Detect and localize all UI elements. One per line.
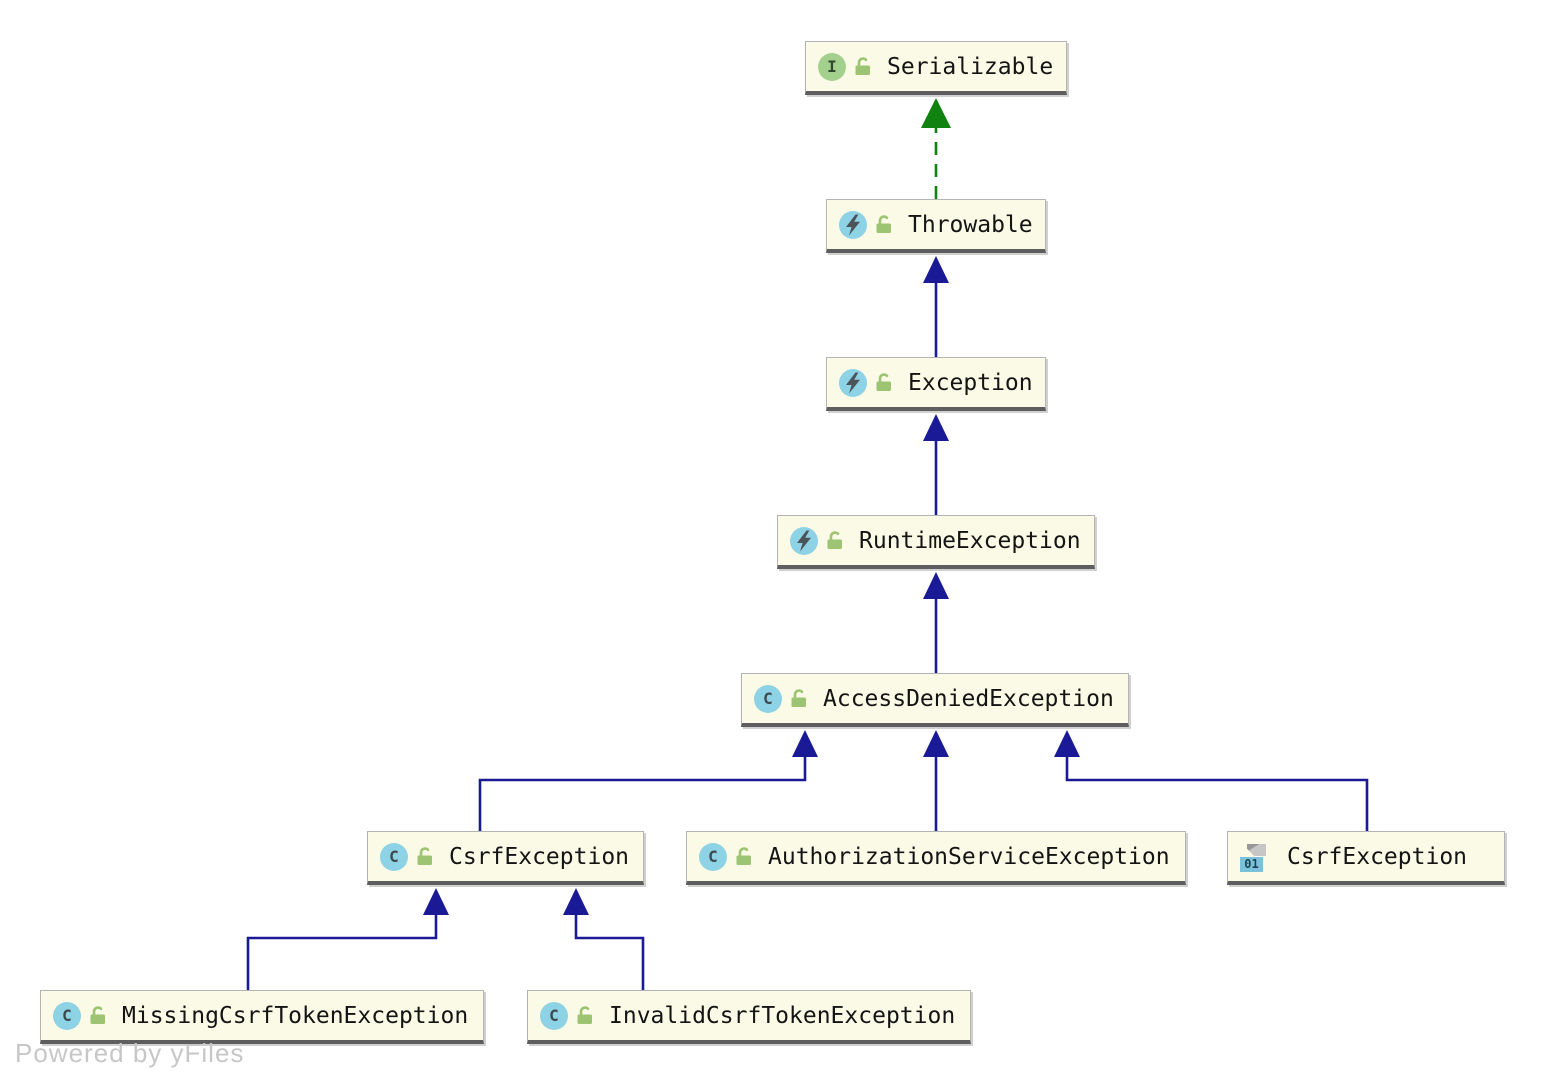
class-name: AuthorizationServiceException xyxy=(768,843,1170,870)
class-name: AccessDeniedException xyxy=(823,685,1114,712)
class-icon: C xyxy=(754,684,782,713)
class-name: Serializable xyxy=(887,53,1054,80)
exception-class-icon xyxy=(839,210,867,239)
edge-invalidcsrftoken-csrfexception xyxy=(563,888,645,990)
class-name: MissingCsrfTokenException xyxy=(122,1002,469,1029)
class-name: Throwable xyxy=(908,211,1033,238)
class-name: CsrfException xyxy=(1287,843,1468,870)
class-name: Exception xyxy=(908,369,1033,396)
class-node-throwable[interactable]: Throwable xyxy=(826,199,1046,253)
class-name: RuntimeException xyxy=(859,527,1081,554)
exception-class-icon xyxy=(790,526,818,555)
class-node-missing-csrf-token-exception[interactable]: C MissingCsrfTokenException xyxy=(40,990,484,1044)
edge-missingcsrftoken-csrfexception xyxy=(246,888,449,990)
class-icon: C xyxy=(380,842,408,871)
public-lock-icon xyxy=(414,846,436,868)
exception-class-icon xyxy=(839,368,867,397)
public-lock-icon xyxy=(788,688,810,710)
edge-accessdenied-runtimeexception xyxy=(923,572,949,673)
public-lock-icon xyxy=(852,56,874,78)
class-icon: C xyxy=(699,842,727,871)
compiled-class-page-glyph xyxy=(1247,843,1266,856)
class-node-access-denied-exception[interactable]: C AccessDeniedException xyxy=(741,673,1129,727)
edge-throwable-serializable xyxy=(921,98,951,199)
class-node-authorization-service-exception[interactable]: C AuthorizationServiceException xyxy=(686,831,1186,885)
compiled-class-icon: 01 xyxy=(1240,841,1274,873)
class-node-invalid-csrf-token-exception[interactable]: C InvalidCsrfTokenException xyxy=(527,990,971,1044)
edge-authorizationservice-accessdenied xyxy=(923,730,949,831)
class-node-serializable[interactable]: I Serializable xyxy=(805,41,1067,95)
interface-icon: I xyxy=(818,52,846,81)
edge-csrfexception-accessdenied xyxy=(478,730,818,831)
class-icon: C xyxy=(540,1001,568,1030)
class-name: InvalidCsrfTokenException xyxy=(609,1002,956,1029)
public-lock-icon xyxy=(873,214,895,236)
edge-exception-throwable xyxy=(923,256,949,357)
public-lock-icon xyxy=(733,846,755,868)
public-lock-icon xyxy=(873,372,895,394)
edge-csrfexception-compiled-accessdenied xyxy=(1054,730,1369,831)
class-node-runtime-exception[interactable]: RuntimeException xyxy=(777,515,1095,569)
yfiles-watermark: Powered by yFiles xyxy=(15,1038,245,1068)
public-lock-icon xyxy=(87,1005,109,1027)
class-node-csrf-exception-compiled[interactable]: 01 CsrfException xyxy=(1227,831,1505,885)
public-lock-icon xyxy=(824,530,846,552)
class-icon: C xyxy=(53,1001,81,1030)
public-lock-icon xyxy=(574,1005,596,1027)
class-node-csrf-exception[interactable]: C CsrfException xyxy=(367,831,644,885)
compiled-class-01-badge: 01 xyxy=(1240,856,1263,872)
edge-runtimeexception-exception xyxy=(923,414,949,515)
class-name: CsrfException xyxy=(449,843,630,870)
class-node-exception[interactable]: Exception xyxy=(826,357,1046,411)
